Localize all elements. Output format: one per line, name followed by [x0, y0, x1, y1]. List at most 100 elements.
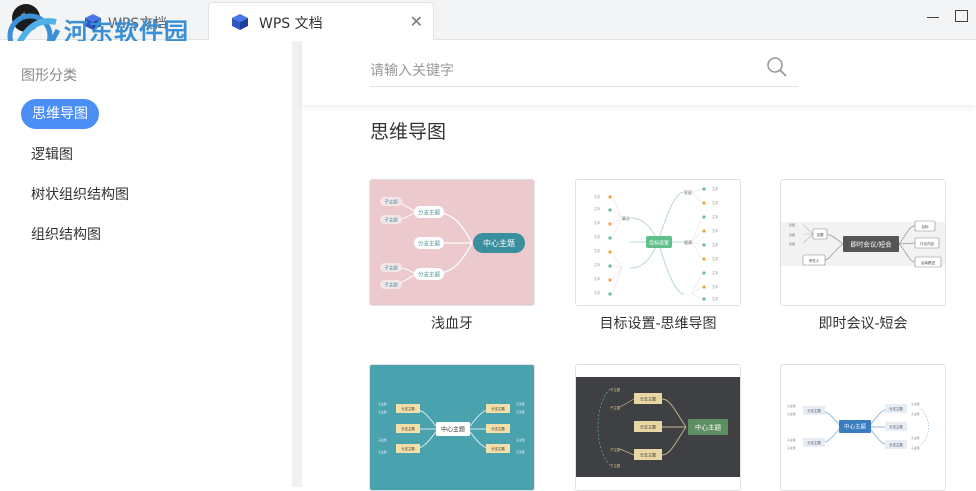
thumb-mid-text: 家庭 — [684, 189, 692, 195]
sidebar-heading: 图形分类 — [21, 68, 77, 84]
thumb-leaf-text: 文本 — [712, 200, 719, 205]
sidebar-item-org[interactable]: 组织结构图 — [31, 227, 101, 243]
thumb-center-text: 中心主题 — [844, 423, 867, 431]
sidebar: 图形分类 思维导图 逻辑图 树状组织结构图 组织结构图 — [0, 41, 292, 487]
thumb-sub-text: 子主题 — [610, 463, 621, 468]
thumb-branch-text: 分支主题 — [640, 396, 656, 402]
thumb-branch-text: 分支主题 — [401, 406, 415, 411]
wps-doc-icon — [85, 14, 101, 30]
thumb-leaf-text: 议题 — [789, 232, 795, 237]
thumb-sub-text: 子主题 — [610, 405, 621, 410]
thumb-branch-text: 分支主题 — [640, 424, 656, 430]
template-card-white[interactable]: 中心主题 分支主题 分支主题 分支主题 分支主题 分支主题 子主题 子主题 子主… — [780, 364, 946, 491]
thumb-sub-text: 子主题 — [384, 217, 398, 224]
thumb-sub-text: 子主题 — [384, 199, 398, 206]
template-card-instant-meeting[interactable]: 即时会议/短会 议题 责任人 议题 议题 议题 目标 讨论内容 后续跟进 — [780, 179, 946, 306]
star-icon: ★ — [20, 11, 29, 21]
thumb-leaf-text: 文本 — [594, 290, 601, 295]
thumb-leaf-text: 子主题 — [378, 410, 387, 414]
thumb-leaf-text: 文本 — [712, 296, 719, 301]
home-button[interactable]: ★ — [12, 4, 40, 32]
thumb-leaf-text: 文本 — [712, 256, 719, 261]
thumb-left-text: 议题 — [817, 232, 825, 237]
thumb-branch-text: 分支主题 — [889, 442, 903, 447]
thumb-leaf-text: 子主题 — [911, 436, 920, 440]
thumb-leaf-text: 文本 — [594, 234, 601, 239]
thumb-leaf-text: 文本 — [712, 228, 719, 233]
thumb-center-text: 即时会议/短会 — [850, 240, 892, 249]
thumb-leaf-text: 文本 — [594, 194, 601, 199]
thumb-leaf-text: 议题 — [789, 241, 795, 246]
title-bar: ★ WPS文档 WPS 文档 ✕ — [0, 0, 976, 40]
thumb-branch-text: 分支主题 — [418, 240, 441, 248]
thumb-leaf-text: 子主题 — [911, 412, 920, 416]
template-name[interactable]: 目标设置-思维导图 — [599, 316, 717, 332]
thumb-branch-text: 分支主题 — [889, 424, 903, 429]
thumb-branch-text: 分支主题 — [640, 452, 656, 458]
sidebar-item-logic[interactable]: 逻辑图 — [31, 147, 73, 163]
thumb-leaf-text: 文本 — [712, 186, 719, 191]
minimize-button[interactable] — [927, 17, 939, 18]
thumb-leaf-text: 文本 — [594, 276, 601, 281]
thumb-center-text: 中心主题 — [695, 423, 722, 432]
close-tab-icon[interactable]: ✕ — [409, 12, 423, 31]
thumb-branch-text: 分支主题 — [807, 440, 821, 445]
thumb-leaf-text: 文本 — [712, 284, 719, 289]
thumb-branch-text: 分支主题 — [807, 408, 821, 413]
thumb-mid-text: 健康 — [684, 239, 692, 245]
template-card-dark[interactable]: 中心主题 分支主题 分支主题 分支主题 子主题 子主题 子主题 子主题 — [575, 364, 741, 491]
template-name[interactable]: 即时会议-短会 — [818, 316, 908, 332]
thumb-leaf-text: 子主题 — [516, 438, 525, 442]
thumb-leaf-text: 文本 — [594, 220, 601, 225]
thumb-leaf-text: 子主题 — [911, 402, 920, 406]
template-thumbnail: 中心主题 分支主题 分支主题 分支主题 子主题 子主题 子主题 子主题 — [370, 180, 534, 305]
thumb-branch-text: 分支主题 — [418, 209, 441, 217]
wps-doc-icon — [232, 14, 248, 30]
search-bar — [302, 41, 976, 105]
thumb-branch-text: 分支主题 — [491, 446, 505, 451]
search-icon[interactable] — [766, 56, 788, 78]
thumb-sub-text: 子主题 — [384, 282, 398, 289]
search-input[interactable] — [370, 55, 798, 87]
tab-label: WPS 文档 — [259, 16, 323, 32]
template-card-qianxueya[interactable]: 中心主题 分支主题 分支主题 分支主题 子主题 子主题 子主题 子主题 — [369, 179, 535, 306]
template-card-teal[interactable]: 中心主题 分支主题 分支主题 分支主题 分支主题 分支主题 分支主题 子主题 子… — [369, 364, 535, 491]
panel-divider — [292, 41, 302, 487]
thumb-leaf-text: 子主题 — [378, 450, 387, 454]
thumb-branch-text: 分支主题 — [889, 406, 903, 411]
thumb-leaf-text: 子主题 — [787, 412, 796, 416]
thumb-leaf-text: 文本 — [594, 206, 601, 211]
thumb-center-text: 中心主题 — [441, 426, 465, 434]
template-thumbnail: 中心主题 分支主题 分支主题 分支主题 子主题 子主题 子主题 子主题 — [576, 365, 740, 490]
section-title: 思维导图 — [370, 121, 447, 143]
thumb-leaf-text: 文本 — [594, 262, 601, 267]
thumb-leaf-text: 子主题 — [516, 410, 525, 414]
template-thumbnail: 中心主题 分支主题 分支主题 分支主题 分支主题 分支主题 分支主题 子主题 子… — [370, 365, 534, 490]
tab-wps-docs[interactable]: WPS文档 — [78, 6, 204, 38]
thumb-leaf-text: 文本 — [712, 242, 719, 247]
thumb-left-text: 责任人 — [809, 258, 820, 263]
maximize-button[interactable] — [955, 10, 968, 22]
template-name[interactable]: 浅血牙 — [431, 316, 473, 332]
template-card-goal-setting[interactable]: 目标设置 事业 家庭 健康 文本 文本 文本 文本 文本 文本 文本 文本 文本… — [575, 179, 741, 306]
thumb-leaf-text: 子主题 — [378, 438, 387, 442]
sidebar-item-tree-org[interactable]: 树状组织结构图 — [31, 187, 129, 203]
thumb-sub-text: 子主题 — [610, 447, 621, 452]
thumb-right-text: 讨论内容 — [920, 241, 934, 246]
template-thumbnail: 目标设置 事业 家庭 健康 文本 文本 文本 文本 文本 文本 文本 文本 文本… — [576, 180, 740, 305]
template-thumbnail: 即时会议/短会 议题 责任人 议题 议题 议题 目标 讨论内容 后续跟进 — [781, 180, 945, 305]
thumb-leaf-text: 子主题 — [378, 402, 387, 406]
thumb-leaf-text: 议题 — [789, 222, 795, 227]
thumb-sub-text: 子主题 — [384, 265, 398, 272]
tab-active-wps-doc[interactable]: WPS 文档 ✕ — [208, 2, 434, 40]
thumb-branch-text: 分支主题 — [418, 271, 441, 279]
thumb-center-text: 目标设置 — [649, 240, 669, 247]
thumb-leaf-text: 子主题 — [787, 404, 796, 408]
template-thumbnail: 中心主题 分支主题 分支主题 分支主题 分支主题 分支主题 子主题 子主题 子主… — [781, 365, 945, 490]
thumb-right-text: 后续跟进 — [921, 260, 935, 265]
thumb-leaf-text: 子主题 — [516, 402, 525, 406]
thumb-leaf-text: 子主题 — [787, 446, 796, 450]
sidebar-item-mindmap[interactable]: 思维导图 — [21, 99, 99, 129]
thumb-leaf-text: 文本 — [712, 270, 719, 275]
thumb-branch-text: 分支主题 — [401, 446, 415, 451]
